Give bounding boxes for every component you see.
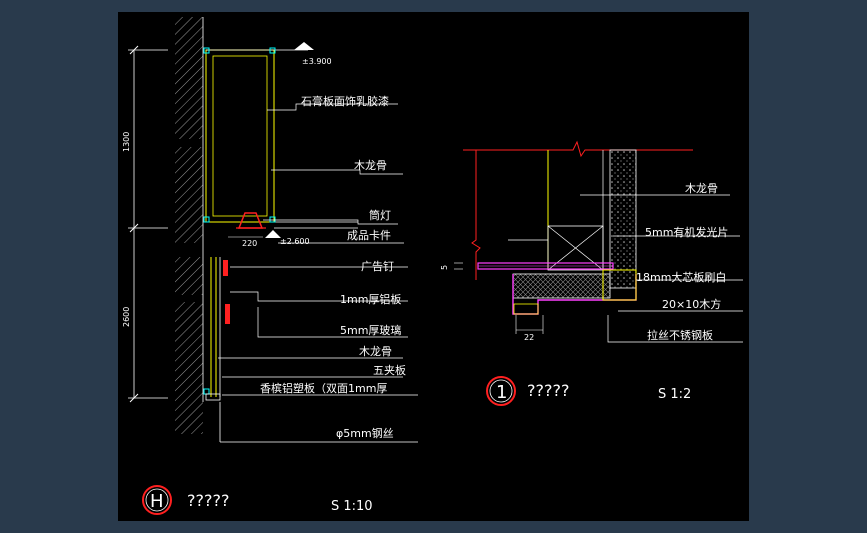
label-h-11: φ5mm钢丝 [336, 427, 394, 440]
label-1-1: 木龙骨 [685, 182, 718, 195]
detail-scale-h: S 1:10 [331, 499, 373, 514]
detail-mark-1-text: 1 [496, 382, 507, 403]
wall-hatch-bottom [175, 302, 203, 434]
drawing-svg: 1300 2600 ±3.900 ±2.600 220 [122, 17, 743, 515]
dim-upper: 1300 [122, 132, 131, 152]
dim-lower: 2600 [122, 307, 131, 327]
ceiling-frame [205, 49, 275, 223]
wall-hatch-lower [175, 257, 203, 295]
label-h-4: 成品卡件 [347, 229, 391, 242]
label-h-1: 石膏板面饰乳胶漆 [301, 94, 389, 108]
detail-h: 1300 2600 ±3.900 ±2.600 220 [122, 17, 418, 515]
label-1-4: 20×10木方 [662, 297, 721, 311]
detail-title-h: ????? [187, 491, 229, 510]
label-1-2: 5mm有机发光片 [645, 225, 728, 239]
dim-220: 220 [242, 239, 257, 248]
detail-1: 5 22 木龙骨 5mm有机发光片 18mm大芯板刷白 20×10木方 拉丝不锈… [440, 140, 743, 406]
label-h-5: 广告钉 [361, 260, 394, 273]
cad-drawing-canvas: 1300 2600 ±3.900 ±2.600 220 [118, 12, 749, 521]
detail-title-1: ????? [527, 381, 569, 400]
label-h-10: 香槟铝塑板（双面1mm厚 [260, 381, 387, 395]
downlight-symbol [237, 212, 264, 229]
label-h-2: 木龙骨 [354, 159, 387, 172]
dim-5: 5 [440, 265, 449, 270]
detail-mark-h-text: H [150, 491, 164, 512]
wall-hatch-middle [175, 147, 203, 243]
detail-mark-1 [486, 376, 516, 406]
elevation-marker-top [294, 42, 314, 50]
wood-joist [547, 225, 604, 271]
elevation-top: ±3.900 [302, 57, 332, 66]
label-1-5: 拉丝不锈钢板 [647, 328, 713, 342]
label-h-8: 木龙骨 [359, 345, 392, 358]
detail-scale-1: S 1:2 [658, 387, 691, 402]
label-1-3: 18mm大芯板刷白 [636, 270, 726, 284]
ceiling-line [463, 140, 693, 158]
elevation-mid: ±2.600 [280, 237, 310, 246]
detail-mark-h [142, 485, 172, 515]
board-vertical [609, 149, 637, 289]
ad-nail-2 [225, 304, 230, 324]
label-h-6: 1mm厚铝板 [340, 292, 401, 306]
dim-22: 22 [524, 333, 534, 342]
board-horizontal [512, 273, 611, 299]
label-h-9: 五夹板 [373, 363, 406, 377]
ad-nail-1 [223, 260, 228, 276]
label-h-7: 5mm厚玻璃 [340, 323, 401, 337]
label-h-3: 筒灯 [369, 208, 391, 222]
wall-hatch-upper [175, 17, 203, 139]
elevation-marker-mid [265, 230, 281, 238]
